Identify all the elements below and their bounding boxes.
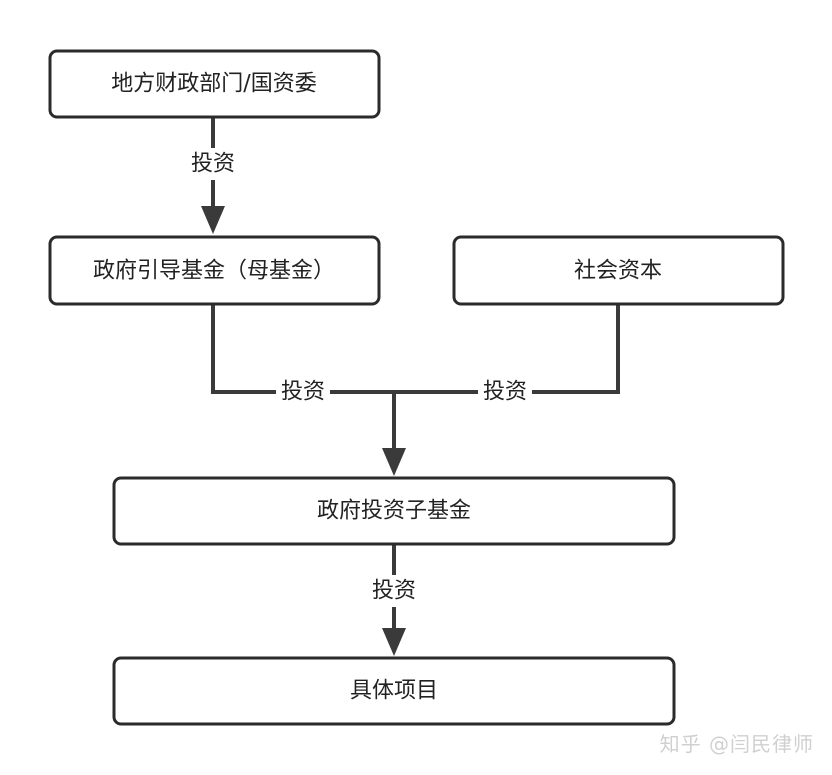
edge-social-to-subfund [394,305,620,394]
arrowhead [382,448,406,476]
edge-label-guidance-to-subfund: 投资 [276,377,330,407]
edge-label-subfund-to-project: 投资 [367,575,421,607]
edge-label-finance-to-guidance: 投资 [186,148,240,180]
edge-merge-to-subfund [382,392,406,476]
node-label: 政府引导基金（母基金） [93,259,335,284]
node-label: 社会资本 [574,259,662,284]
edge-label-text: 投资 [483,380,527,405]
arrowhead [201,206,225,234]
node-sub-fund: 政府投资子基金 [112,476,676,546]
node-label: 具体项目 [350,679,438,704]
node-label: 地方财政部门/国资委 [111,72,316,97]
edge-label-text: 投资 [191,152,235,177]
edge-label-text: 投资 [281,380,325,405]
arrowhead [382,628,406,656]
edge-label-text: 投资 [372,579,416,604]
node-guidance-fund: 政府引导基金（母基金） [48,235,381,306]
node-social-capital: 社会资本 [452,235,785,306]
node-label: 政府投资子基金 [317,499,471,524]
watermark-text: 知乎 @闫民律师 [659,732,814,756]
edge-label-social-to-subfund: 投资 [478,377,532,407]
node-local-finance: 地方财政部门/国资委 [48,49,381,119]
node-project: 具体项目 [112,656,676,726]
edge-guidance-to-subfund [211,305,394,394]
